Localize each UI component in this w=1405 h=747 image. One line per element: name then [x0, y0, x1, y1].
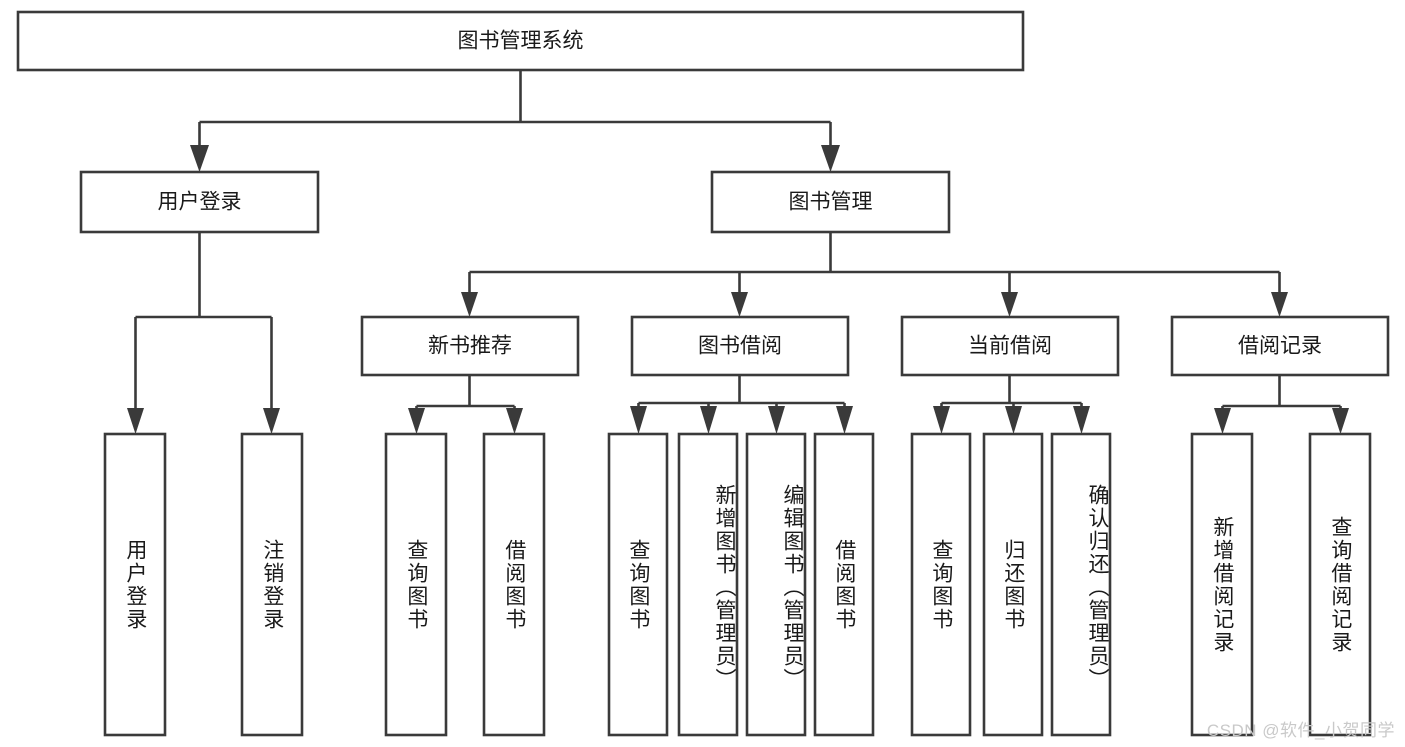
leaf-confirm-return-box[interactable]	[1050, 432, 1112, 737]
leaf-return-book-box[interactable]	[982, 432, 1044, 737]
node-new-book-rec-label: 新书推荐	[428, 335, 512, 358]
connector-layer	[127, 70, 1349, 434]
arrowhead-leaf-borrow-book-mg	[836, 406, 853, 434]
node-book-borrow[interactable]: 图书借阅	[630, 315, 850, 377]
arrowhead-leaf-borrow-book-rec	[506, 408, 523, 434]
arrowhead-leaf-edit-book	[768, 406, 785, 434]
arrowhead-leaf-add-record	[1214, 408, 1231, 434]
arrowhead-user-login	[190, 145, 209, 172]
leaf-borrow-book-rec-box[interactable]	[482, 432, 546, 737]
arrowhead-leaf-user-login	[127, 408, 144, 434]
arrowhead-leaf-query-book-rec	[408, 408, 425, 434]
csdn-watermark: CSDN @软件_小贺同学	[1206, 721, 1395, 740]
leaf-add-record-box[interactable]	[1190, 432, 1254, 737]
node-book-manage-box[interactable]	[710, 170, 951, 234]
node-new-book-rec-box[interactable]	[360, 315, 580, 377]
arrowhead-leaf-add-book	[700, 406, 717, 434]
node-user-login-label: 用户登录	[158, 191, 242, 214]
node-root-label: 图书管理系统	[458, 30, 584, 53]
node-borrow-record[interactable]: 借阅记录	[1170, 315, 1390, 377]
node-user-login[interactable]: 用户登录	[79, 170, 320, 234]
leaf-query-record-box[interactable]	[1308, 432, 1372, 737]
node-book-borrow-box[interactable]	[630, 315, 850, 377]
node-user-login-box[interactable]	[79, 170, 320, 234]
node-root[interactable]: 图书管理系统	[16, 10, 1025, 72]
leaf-query-book-mg-box[interactable]	[607, 432, 669, 737]
arrowhead-book-manage	[821, 145, 840, 172]
node-root-box[interactable]	[16, 10, 1025, 72]
node-current-borrow-label: 当前借阅	[968, 335, 1052, 358]
leaf-user-login-box[interactable]	[103, 432, 167, 737]
arrowhead-current-borrow	[1001, 292, 1018, 317]
node-book-manage[interactable]: 图书管理	[710, 170, 951, 234]
arrowhead-book-borrow	[731, 292, 748, 317]
arrowhead-leaf-query-book-mg	[630, 406, 647, 434]
node-current-borrow[interactable]: 当前借阅	[900, 315, 1120, 377]
leaf-edit-book-box[interactable]	[745, 432, 807, 737]
node-current-borrow-box[interactable]	[900, 315, 1120, 377]
leaf-borrow-book-mg-box[interactable]	[813, 432, 875, 737]
arrowhead-leaf-return-book	[1005, 406, 1022, 434]
arrowhead-leaf-confirm-return	[1073, 406, 1090, 434]
node-new-book-rec[interactable]: 新书推荐	[360, 315, 580, 377]
arrowhead-leaf-logout	[263, 408, 280, 434]
node-borrow-record-box[interactable]	[1170, 315, 1390, 377]
arrowhead-leaf-query-record	[1332, 408, 1349, 434]
arrowhead-borrow-record	[1271, 292, 1288, 317]
leaf-query-book-cur-box[interactable]	[910, 432, 972, 737]
arrowhead-leaf-query-book-cur	[933, 406, 950, 434]
leaf-logout-box[interactable]	[240, 432, 304, 737]
leaf-box-layer	[103, 432, 1372, 737]
leaf-add-book-box[interactable]	[677, 432, 739, 737]
node-book-borrow-label: 图书借阅	[698, 335, 782, 358]
node-borrow-record-label: 借阅记录	[1238, 335, 1322, 358]
node-book-manage-label: 图书管理	[789, 191, 873, 214]
arrowhead-new-book-rec	[461, 292, 478, 317]
leaf-query-book-rec-box[interactable]	[384, 432, 448, 737]
